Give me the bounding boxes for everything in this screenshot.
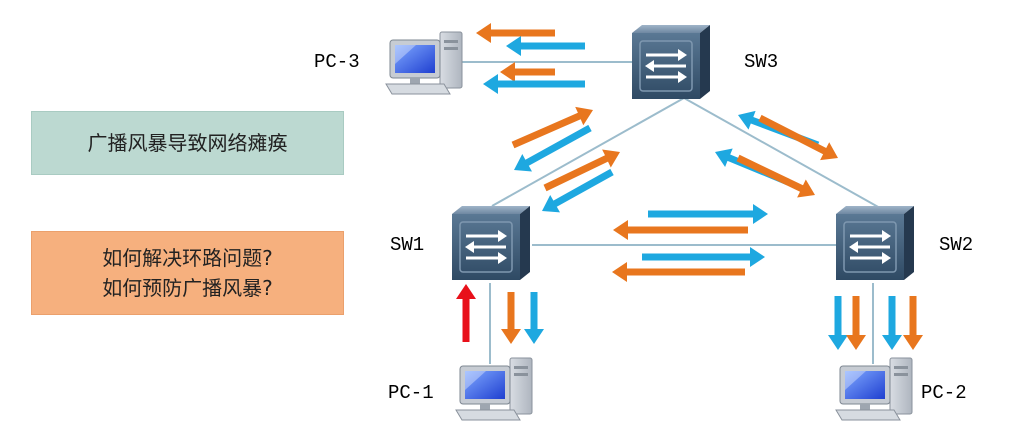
- arrow-sw3-pc3-orange-1: [476, 23, 555, 43]
- arrow-sw3-sw2-orange-2: [736, 154, 815, 198]
- arrow-pc1-sw1-red: [456, 284, 476, 342]
- label-sw3: SW3: [744, 51, 779, 73]
- arrow-sw2-pc2-blue-1: [828, 296, 848, 350]
- arrow-sw3-sw1-blue-1: [514, 124, 592, 172]
- switch-sw1-icon: [450, 204, 532, 282]
- link-sw3-sw2: [683, 97, 881, 209]
- traffic-arrows: [456, 23, 923, 350]
- broadcast-storm-callout: 广播风暴导致网络瘫痪: [31, 111, 344, 175]
- arrow-sw1-pc1-orange: [501, 292, 521, 344]
- label-pc2: PC-2: [921, 382, 967, 404]
- arrow-sw2-sw1-orange-1: [613, 220, 748, 240]
- switch-sw2-icon: [834, 204, 916, 282]
- arrow-sw3-sw1-blue-2: [542, 168, 614, 213]
- arrow-sw2-pc2-orange-2: [903, 296, 923, 350]
- arrow-sw3-sw2-orange-1: [758, 114, 838, 161]
- arrow-sw1-sw2-blue-2: [642, 247, 765, 267]
- arrow-sw3-pc3-blue-1: [506, 36, 585, 56]
- label-pc1: PC-1: [388, 382, 434, 404]
- switch-sw3-icon: [630, 23, 712, 101]
- pc1-computer-icon: [455, 357, 533, 421]
- label-pc3: PC-3: [314, 51, 360, 73]
- arrow-sw1-sw2-blue-1: [648, 204, 768, 224]
- arrow-sw1-sw3-orange-1: [511, 106, 593, 149]
- pc2-computer-icon: [835, 357, 913, 421]
- label-sw2: SW2: [939, 234, 974, 256]
- question-line-1: 如何解决环路问题?: [102, 246, 273, 270]
- broadcast-storm-text: 广播风暴导致网络瘫痪: [87, 131, 288, 155]
- arrow-sw1-pc1-blue: [524, 292, 544, 344]
- arrow-sw1-sw3-orange-2: [543, 149, 620, 192]
- arrow-sw3-pc3-blue-2: [483, 74, 585, 94]
- pc3-computer-icon: [385, 31, 463, 95]
- arrow-sw2-sw1-orange-2: [612, 262, 745, 282]
- arrow-sw2-pc2-orange-1: [846, 296, 866, 350]
- arrow-sw2-pc2-blue-2: [882, 296, 902, 350]
- arrow-sw3-pc3-orange-2: [500, 62, 555, 82]
- label-sw1: SW1: [390, 234, 425, 256]
- link-sw3-sw1: [491, 97, 685, 207]
- loop-question-callout: 如何解决环路问题? 如何预防广播风暴?: [31, 231, 344, 315]
- question-line-2: 如何预防广播风暴?: [102, 276, 273, 300]
